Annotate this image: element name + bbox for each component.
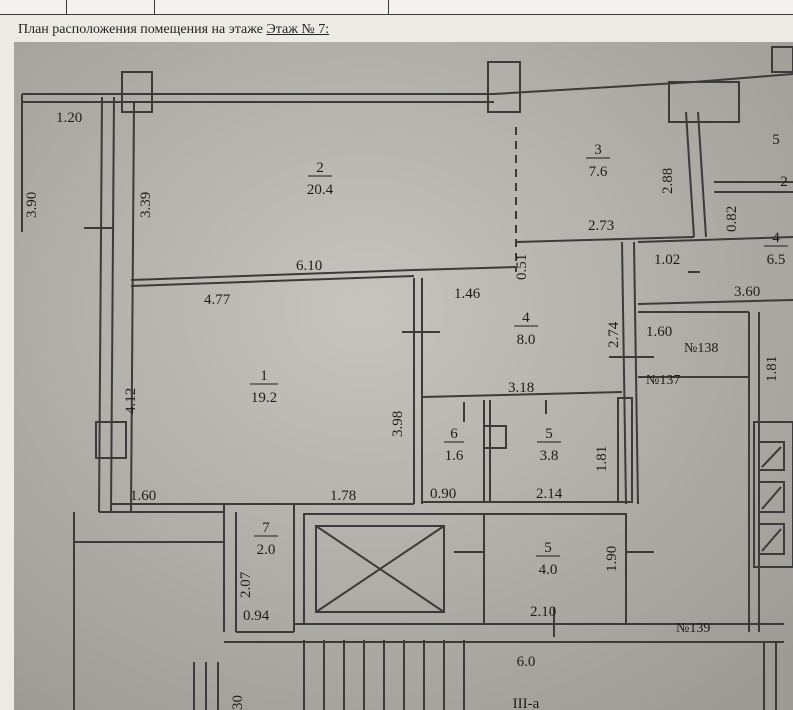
room-5-number: 5 [545,426,553,442]
room-3-number: 3 [594,142,602,158]
room-2-number: 2 [316,160,324,176]
dimension-label: 1.60 [130,488,156,504]
dimension-label: 1.46 [454,286,481,302]
room-5-label: 5 3.8 [537,426,561,464]
room-2-edge-label: 2 [780,174,788,190]
dimension-label: 0.90 [430,486,456,502]
dimension-label: 2.74 [606,321,622,348]
stair-section-label: III-a [513,696,540,710]
room-6-label: 6 1.6 [444,426,464,464]
room-4-area: 8.0 [517,332,536,348]
dimension-label: 2.88 [660,168,676,194]
dimension-label: 2.07 [238,571,254,598]
stair-area-label: 6.0 [517,654,536,670]
room-5b-label: 5 4.0 [536,540,560,578]
table-cell-divider [66,0,67,14]
room-6-number: 6 [450,426,458,442]
room-4-neighbor-number: 4 [772,230,780,246]
heading-prefix: План расположения помещения на этаже [18,22,267,37]
dimension-label: 30 [230,695,246,710]
table-cell-divider [388,0,389,14]
floor-plan: 2 20.4 3 7.6 1 19.2 4 8.0 6 [14,42,793,710]
room-3-label: 3 7.6 [586,142,610,180]
dimension-label: 3.39 [138,192,154,218]
dimension-label: 2.73 [588,218,614,234]
room-2-area: 20.4 [307,182,334,198]
room-1-number: 1 [260,368,268,384]
room-4-neighbor-label: 4 6.5 [764,230,788,268]
room-7-number: 7 [262,520,270,536]
room-4-neighbor-area: 6.5 [767,252,786,268]
room-4-number: 4 [522,310,530,326]
apartment-number-139: №139 [676,621,710,636]
dimension-label: 2.10 [530,604,556,620]
room-6-area: 1.6 [445,448,464,464]
apartment-number-138: №138 [684,341,718,356]
dimension-label: 4.12 [123,388,139,414]
dimension-label: 0.51 [514,254,530,280]
table-cell-divider [154,0,155,14]
walls [21,46,793,710]
apartment-number-137: №137 [646,373,680,388]
dimension-label: 0.82 [724,206,740,232]
room-2-label: 2 20.4 [307,160,334,198]
room-7-label: 7 2.0 [254,520,278,558]
dimension-label: 3.60 [734,284,760,300]
dimension-label: 1.90 [604,546,620,572]
dimension-label: 1.60 [646,324,672,340]
dimension-label: 2.14 [536,486,563,502]
room-1-area: 19.2 [251,390,277,406]
dimension-label: 6.10 [296,258,322,274]
dimension-labels: 1.20 3.90 3.39 6.10 2.88 2.73 0.51 1.46 … [24,110,780,710]
stair-labels: 6.0 III-a [513,654,540,710]
room-5-edge-label: 5 [772,132,780,148]
dimension-label: 3.18 [508,380,534,396]
floor-plan-drawing: 2 20.4 3 7.6 1 19.2 4 8.0 6 [14,42,793,710]
dimension-label: 3.90 [24,192,40,218]
table-border-strip [0,0,793,15]
room-labels: 2 20.4 3 7.6 1 19.2 4 8.0 6 [250,132,788,578]
dimension-label: 3.98 [390,411,406,437]
room-7-area: 2.0 [257,542,276,558]
room-5-area: 3.8 [540,448,559,464]
heading-floor: Этаж № 7: [266,22,330,37]
dimension-label: 1.20 [56,110,82,126]
room-3-area: 7.6 [589,164,608,180]
dimension-label: 1.81 [594,446,610,472]
dimension-label: 4.77 [204,292,231,308]
room-5b-area: 4.0 [539,562,558,578]
plan-heading: План расположения помещения на этаже Эта… [18,22,329,38]
dimension-label: 1.02 [654,252,680,268]
dimension-label: 0.94 [243,608,270,624]
room-5b-number: 5 [544,540,552,556]
room-4-label: 4 8.0 [514,310,538,348]
apartment-labels: №138 №137 №139 [646,341,718,636]
dimension-label: 1.81 [764,356,780,382]
dimension-label: 1.78 [330,488,356,504]
room-1-label: 1 19.2 [250,368,278,406]
